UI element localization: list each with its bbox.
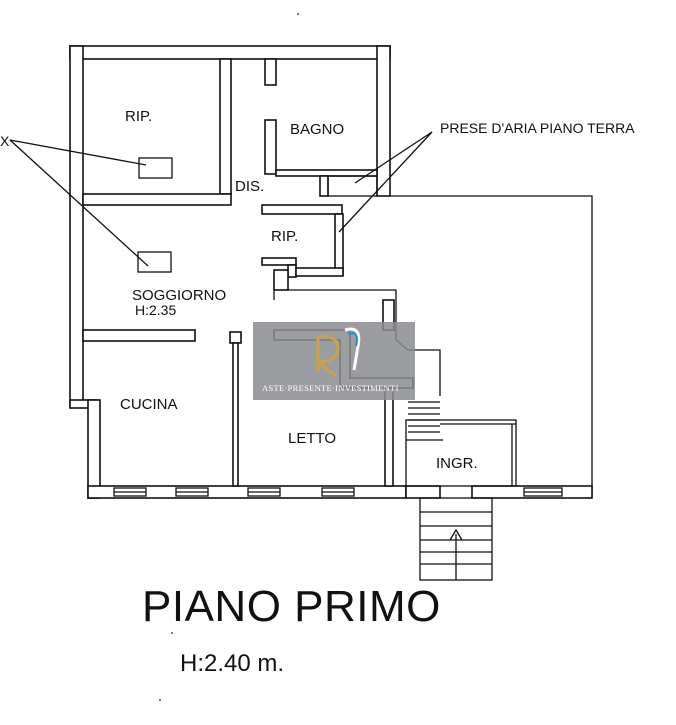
annotation-left-marker: X <box>0 133 10 149</box>
outer-walls <box>69 45 593 499</box>
watermark-logo-icon <box>313 327 361 378</box>
room-label-soggiorno: SOGGIORNO <box>132 287 226 304</box>
room-label-letto: LETTO <box>288 430 336 447</box>
entrance-stairs <box>419 497 493 581</box>
annotation-air-intake: PRESE D'ARIA PIANO TERRA <box>440 120 635 136</box>
room-label-bagno: BAGNO <box>290 121 344 138</box>
watermark: ASTE·PRESENTE·INVESTIMENTI <box>253 322 415 400</box>
watermark-text: ASTE·PRESENTE·INVESTIMENTI <box>262 383 399 393</box>
windows <box>113 487 563 497</box>
room-label-dis: DIS. <box>235 178 264 195</box>
air-intake-leaders <box>338 131 433 233</box>
room-height-soggiorno: H:2.35 <box>135 302 176 318</box>
room-labels: RIP. BAGNO DIS. RIP. SOGGIORNO H:2.35 CU… <box>0 108 635 472</box>
room-label-rip-small: RIP. <box>271 228 298 245</box>
room-label-cucina: CUCINA <box>120 396 178 413</box>
room-label-rip-top: RIP. <box>125 108 152 125</box>
interior-stairs <box>408 401 440 433</box>
room-label-ingresso: INGR. <box>436 455 478 472</box>
plan-title: PIANO PRIMO <box>142 582 441 631</box>
plan-height: H:2.40 m. <box>180 650 284 677</box>
markers <box>9 139 173 273</box>
